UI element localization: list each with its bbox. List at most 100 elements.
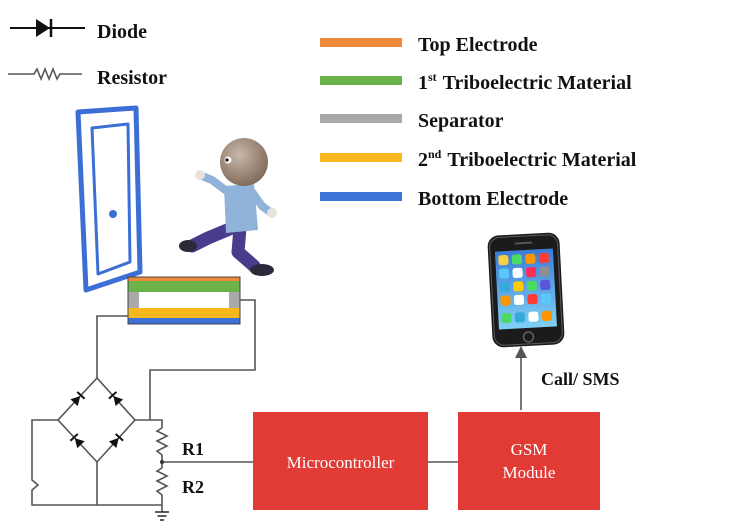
legend-ordinal: 2 xyxy=(418,149,428,171)
resistor-label: Resistor xyxy=(97,67,167,89)
microcontroller-block: Microcontroller xyxy=(253,412,428,510)
bridge-diode xyxy=(108,391,124,407)
diode-label: Diode xyxy=(97,21,147,43)
wire-pad-to-bridge-top xyxy=(96,315,128,378)
diode-bar xyxy=(76,391,86,400)
legend-swatch xyxy=(320,38,402,47)
door-knob xyxy=(109,210,117,218)
app-icon xyxy=(512,267,523,279)
call-sms-arrow: Call/ SMS xyxy=(515,346,620,410)
app-icon xyxy=(511,254,523,265)
app-icon xyxy=(527,294,538,305)
resistor-symbol xyxy=(8,66,82,82)
gsm-label-line2: Module xyxy=(503,463,556,482)
app-icon xyxy=(498,268,510,279)
legend-diode: Diode xyxy=(10,19,147,43)
legend-label: 1st Triboelectric Material xyxy=(418,70,632,94)
app-icon xyxy=(513,281,524,292)
app-icon xyxy=(528,311,539,322)
legend-swatch xyxy=(320,76,402,85)
legend-resistor: Resistor xyxy=(8,66,167,89)
legend-swatch xyxy=(320,192,402,201)
app-icon xyxy=(500,295,511,306)
diode-bar xyxy=(69,433,79,442)
pad-separator-left xyxy=(128,292,139,308)
legend-item-first-triboelectric: 1st Triboelectric Material xyxy=(320,70,632,94)
person-pupil xyxy=(225,158,229,162)
wire-bridge-to-resistor xyxy=(150,419,163,428)
person-front-leg xyxy=(231,221,261,273)
pad-second-triboelectric-layer xyxy=(128,308,240,318)
call-sms-label: Call/ SMS xyxy=(541,369,620,389)
person-head xyxy=(220,138,268,186)
bridge-diode xyxy=(70,391,86,407)
divider-junction xyxy=(160,460,164,464)
diode-triangle xyxy=(70,396,81,407)
app-icon xyxy=(513,294,525,306)
app-icon xyxy=(525,267,537,278)
gsm-label-line1: GSM xyxy=(511,440,548,459)
diode-bar xyxy=(114,433,124,442)
pad-air-gap xyxy=(128,292,240,308)
person-front-shoe xyxy=(250,264,274,276)
bridge-rectifier xyxy=(56,376,137,464)
voltage-divider: R1 R2 xyxy=(155,427,204,521)
resistor-r2 xyxy=(155,467,169,512)
diode-triangle xyxy=(113,396,124,407)
legend-swatch xyxy=(320,114,402,123)
app-icon xyxy=(540,279,551,291)
person-back-arm xyxy=(198,172,232,196)
person-front-hand xyxy=(267,208,277,218)
diode-triangle xyxy=(74,438,85,449)
door-panel xyxy=(90,122,132,276)
app-icon xyxy=(525,253,536,264)
app-icon xyxy=(541,310,553,322)
legend-item-top-electrode: Top Electrode xyxy=(320,34,538,56)
person-back-hand xyxy=(195,170,205,180)
app-icon xyxy=(514,312,526,323)
app-icon-grid xyxy=(498,252,553,324)
diode-symbol-triangle xyxy=(36,19,50,37)
app-icon xyxy=(499,281,510,293)
bridge-outline xyxy=(56,376,137,464)
wire-bridge-left-loop xyxy=(31,419,162,506)
resistor-r1 xyxy=(155,427,169,468)
gsm-module-block: GSM Module xyxy=(458,412,600,510)
legend-ordinal: 1 xyxy=(418,72,428,94)
pad-top-electrode xyxy=(128,277,240,281)
triboelectric-pad xyxy=(127,276,241,325)
app-icon xyxy=(538,252,549,264)
r2-label: R2 xyxy=(182,477,204,497)
diode-triangle xyxy=(108,438,119,449)
bridge-diode xyxy=(69,433,85,449)
phone-home-button xyxy=(522,331,535,343)
legend-superscript: st xyxy=(428,70,437,84)
app-icon xyxy=(501,312,512,324)
app-icon xyxy=(540,293,552,304)
person-torso xyxy=(224,184,258,233)
person-back-shoe xyxy=(179,240,197,252)
phone-speaker xyxy=(514,241,533,245)
circuit-wiring xyxy=(31,299,458,506)
microcontroller-box xyxy=(253,412,428,510)
pad-separator-right xyxy=(229,292,240,308)
person-back-leg xyxy=(185,221,239,253)
phone-bezel-highlight xyxy=(489,234,563,346)
legend-label: Separator xyxy=(418,110,504,132)
door-illustration xyxy=(75,105,143,293)
pad-bottom-electrode xyxy=(128,318,240,324)
app-icon xyxy=(498,255,509,266)
legend-superscript: nd xyxy=(428,147,442,161)
legend-label-rest: Triboelectric Material xyxy=(443,72,632,94)
wire-pad-to-bridge-right xyxy=(135,299,256,421)
microcontroller-label: Microcontroller xyxy=(287,453,395,472)
pad-first-triboelectric-layer xyxy=(128,281,240,292)
legend-label: Top Electrode xyxy=(418,34,538,56)
diode-bar xyxy=(108,391,118,400)
legend-item-separator: Separator xyxy=(320,110,504,132)
smartphone-illustration xyxy=(487,232,565,348)
